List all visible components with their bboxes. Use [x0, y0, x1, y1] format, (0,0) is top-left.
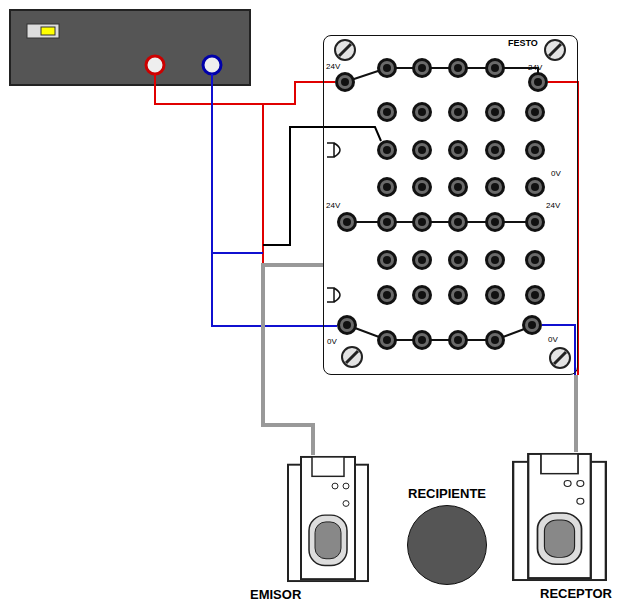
screw [342, 347, 362, 367]
cable-gland [541, 454, 578, 474]
terminal [485, 177, 505, 197]
container-label: RECIPIENTE [408, 486, 486, 501]
switch-lamp [41, 27, 55, 35]
voltage-label: 24V [326, 62, 340, 71]
terminal [448, 58, 468, 78]
voltage-label: 24V [326, 201, 340, 210]
red-wire [155, 74, 335, 104]
terminal [412, 58, 432, 78]
terminal [448, 140, 468, 160]
terminal [448, 250, 468, 270]
power-switch [27, 24, 59, 38]
sensor-label: RECEPTOR [540, 586, 612, 601]
screw-hole [332, 483, 338, 489]
positive-terminal [146, 56, 164, 74]
emitter-sensor: EMISOR [287, 455, 369, 583]
screw [335, 40, 355, 60]
wires [155, 74, 578, 375]
transducer-grille [544, 520, 574, 557]
brand-label: FESTO [508, 38, 538, 48]
sensor-housing [301, 457, 355, 579]
voltage-label: 0V [327, 337, 337, 346]
terminal [485, 285, 505, 305]
terminal [377, 330, 397, 350]
terminal [525, 285, 545, 305]
voltage-label: 24V [528, 63, 542, 72]
red-wire [548, 82, 578, 375]
transducer [309, 515, 347, 565]
terminal [448, 285, 468, 305]
terminal [528, 72, 548, 92]
screw-hole [343, 501, 349, 507]
terminal-board: FESTO 24V 24V 24V 24V 0V 0V 0V [323, 35, 578, 375]
terminal-grid [335, 58, 548, 350]
terminal [525, 177, 545, 197]
sensor-cable [263, 265, 323, 455]
screws [335, 40, 570, 368]
screw [545, 40, 565, 60]
terminal [412, 212, 432, 232]
terminal [377, 102, 397, 122]
terminal [412, 330, 432, 350]
container-circle: RECIPIENTE [407, 505, 487, 585]
terminal [485, 330, 505, 350]
sensor-body [512, 452, 607, 582]
terminal [522, 315, 542, 335]
terminal [337, 212, 357, 232]
terminal [412, 140, 432, 160]
sensor-label: EMISOR [250, 587, 301, 602]
sensor-body [287, 455, 369, 583]
terminal [525, 140, 545, 160]
black-wire [263, 127, 381, 245]
terminal [525, 250, 545, 270]
terminal [448, 102, 468, 122]
receiver-sensor: RECEPTOR [512, 452, 607, 582]
screw-hole [577, 481, 584, 487]
terminal [412, 102, 432, 122]
sensor-housing [528, 454, 591, 578]
terminal [412, 285, 432, 305]
terminal [377, 285, 397, 305]
terminal [485, 58, 505, 78]
terminal [448, 177, 468, 197]
blue-wire [542, 325, 575, 375]
terminal [335, 72, 355, 92]
output-symbols [327, 143, 340, 302]
board-ground [323, 35, 578, 375]
sensor-cable [574, 375, 578, 452]
terminal [485, 140, 505, 160]
blue-wire [212, 252, 263, 254]
terminal [485, 102, 505, 122]
transducer-grille [315, 522, 341, 559]
cable-gland [312, 457, 344, 476]
screw-hole [577, 498, 584, 504]
terminal [448, 212, 468, 232]
terminal [525, 212, 545, 232]
screw [550, 348, 570, 368]
terminal [448, 330, 468, 350]
red-wire [262, 104, 264, 265]
voltage-label: 24V [546, 201, 560, 210]
rail-lines [345, 68, 538, 340]
terminal [412, 177, 432, 197]
negative-terminal [203, 56, 221, 74]
voltage-label: 0V [548, 335, 558, 344]
terminal [412, 250, 432, 270]
terminal [485, 212, 505, 232]
blue-wire [212, 74, 337, 326]
voltage-label: 0V [551, 169, 561, 178]
terminal [377, 212, 397, 232]
terminal [525, 102, 545, 122]
terminal [377, 250, 397, 270]
terminal [377, 140, 397, 160]
terminal [337, 315, 357, 335]
transducer [537, 513, 581, 564]
screw-hole [564, 481, 571, 487]
terminal [377, 58, 397, 78]
terminal [485, 250, 505, 270]
screw-hole [343, 483, 349, 489]
terminal [377, 177, 397, 197]
power-supply [10, 10, 250, 85]
